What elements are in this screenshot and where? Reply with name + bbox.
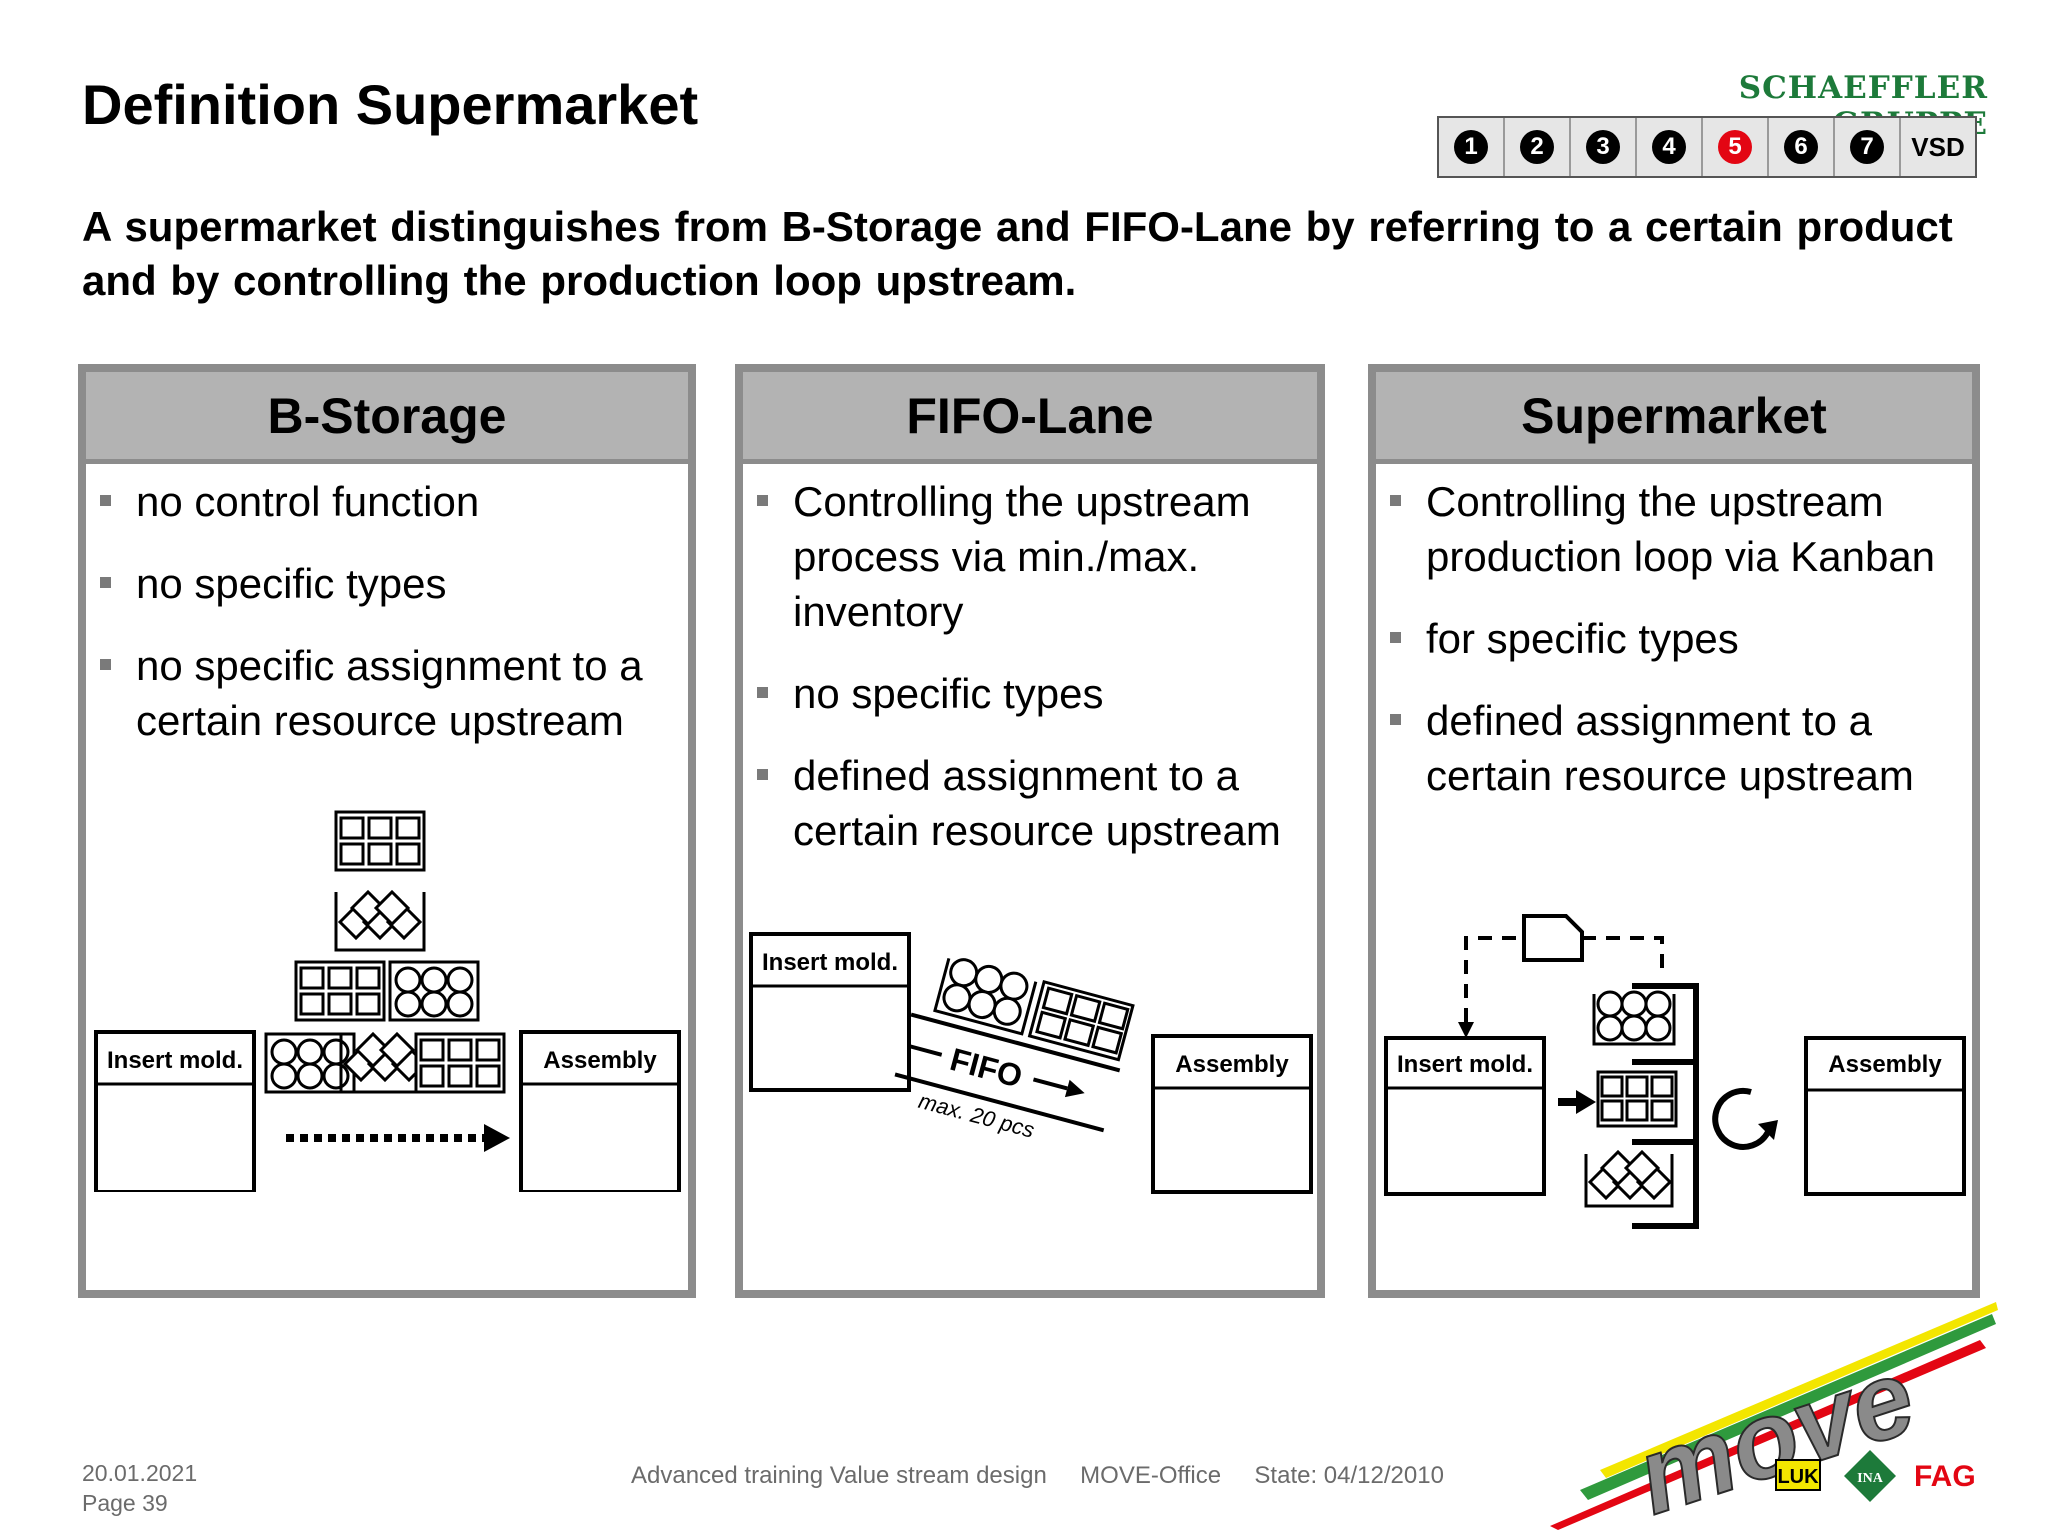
brand-logos: move LUK INA FAG — [1550, 1302, 1998, 1530]
bullet-item: no specific types — [753, 666, 1317, 721]
source-process-label: Insert mold. — [107, 1047, 243, 1074]
footer-date-page: 20.01.2021 Page 39 — [82, 1458, 197, 1518]
nav-chapter-4-label: 4 — [1652, 130, 1686, 164]
panel-fifo-lane: FIFO-Lane Controlling the upstream proce… — [735, 364, 1325, 1298]
page-title: Definition Supermarket — [82, 73, 699, 136]
bullet-item: for specific types — [1386, 611, 1972, 666]
move-slogan: move — [1622, 1335, 1928, 1530]
supermarket-shelf-icon — [1584, 983, 1699, 1229]
kanban-signal-loop — [1458, 914, 1664, 1038]
bullet-list: Controlling the upstream production loop… — [1376, 464, 1972, 803]
ina-label: INA — [1857, 1471, 1884, 1486]
b-storage-diagram: Insert mold. Assembly — [94, 810, 681, 1192]
panel-supermarket: Supermarket Controlling the upstream pro… — [1368, 364, 1980, 1298]
assembly-process-box: Assembly — [519, 1030, 681, 1192]
insert-mold-process-box: Insert mold. — [749, 932, 911, 1092]
fifo-lane-diagram: Insert mold. Assembly — [749, 932, 1313, 1194]
assembly-process-box: Assembly — [1151, 1034, 1313, 1194]
push-arrow-icon — [286, 1124, 510, 1152]
ball-parts-icon — [1592, 990, 1676, 1046]
nav-chapter-4[interactable]: 4 — [1637, 118, 1703, 176]
luk-label: LUK — [1777, 1466, 1819, 1488]
subtitle: A supermarket distinguishes from B-Stora… — [82, 203, 1953, 304]
bullet-list: no control function no specific types no… — [86, 464, 688, 748]
ina-logo: INA — [1844, 1450, 1896, 1502]
panel-title: FIFO-Lane — [743, 372, 1317, 464]
pull-cycle-icon — [1712, 1087, 1778, 1150]
nav-chapter-2-label: 2 — [1520, 130, 1554, 164]
insert-mold-process-box: Insert mold. — [94, 1030, 256, 1192]
nav-chapter-7[interactable]: 7 — [1835, 118, 1901, 176]
move-swoosh-logo: move — [1550, 1302, 1998, 1530]
footer-info: Advanced training Value stream design MO… — [631, 1462, 1444, 1490]
nav-chapter-5[interactable]: 5 — [1703, 118, 1769, 176]
panel-b-storage: B-Storage no control function no specifi… — [78, 364, 696, 1298]
footer-page: Page 39 — [82, 1490, 168, 1516]
nav-chapter-1-label: 1 — [1454, 130, 1488, 164]
chapter-navigation: 1 2 3 4 5 6 7 VSD — [1437, 116, 1977, 178]
footer-date: 20.01.2021 — [82, 1460, 198, 1486]
nav-chapter-2[interactable]: 2 — [1505, 118, 1571, 176]
crate-icon — [414, 1032, 506, 1094]
nav-vsd[interactable]: VSD — [1901, 118, 1975, 176]
crate-icon — [1027, 979, 1135, 1062]
luk-logo: LUK — [1775, 1459, 1821, 1491]
bullet-item: no specific types — [96, 556, 688, 611]
bullet-item: no specific assignment to a certain reso… — [96, 638, 688, 748]
nav-chapter-6-label: 6 — [1784, 130, 1818, 164]
nav-chapter-3-label: 3 — [1586, 130, 1620, 164]
diamond-parts-icon — [1584, 1149, 1674, 1208]
kanban-card-icon — [1522, 914, 1584, 962]
diamond-parts-icon — [334, 890, 426, 952]
bullet-item: Controlling the upstream process via min… — [753, 474, 1317, 639]
fag-label: FAG — [1914, 1460, 1976, 1493]
fag-logo: FAG — [1914, 1460, 1976, 1493]
crate-icon — [334, 810, 426, 872]
nav-chapter-3[interactable]: 3 — [1571, 118, 1637, 176]
bullet-item: defined assignment to a certain resource… — [1386, 693, 1972, 803]
crate-icon — [1596, 1070, 1678, 1128]
ball-parts-icon — [388, 960, 480, 1022]
withdrawal-arrow-icon — [1558, 1090, 1596, 1114]
panel-title: B-Storage — [86, 372, 688, 464]
assembly-process-box: Assembly — [1804, 1036, 1966, 1196]
panel-title: Supermarket — [1376, 372, 1972, 464]
nav-chapter-7-label: 7 — [1850, 130, 1884, 164]
bullet-list: Controlling the upstream process via min… — [743, 464, 1317, 858]
fifo-lane-label: FIFO — [946, 1041, 1026, 1095]
fifo-lane-symbol: FIFO max. 20 pcs — [894, 957, 1135, 1143]
bullet-item: defined assignment to a certain resource… — [753, 748, 1317, 858]
target-process-label: Assembly — [1175, 1051, 1289, 1078]
target-process-label: Assembly — [543, 1047, 657, 1074]
nav-vsd-label: VSD — [1911, 131, 1965, 162]
source-process-label: Insert mold. — [762, 949, 898, 976]
bullet-item: Controlling the upstream production loop… — [1386, 474, 1972, 584]
footer-course: Advanced training Value stream design — [631, 1462, 1047, 1489]
nav-chapter-1[interactable]: 1 — [1439, 118, 1505, 176]
ball-parts-icon — [933, 957, 1038, 1036]
footer-state: State: 04/12/2010 — [1254, 1462, 1444, 1489]
supermarket-diagram: Insert mold. Assembly — [1384, 914, 1966, 1229]
crate-icon — [294, 960, 386, 1022]
source-process-label: Insert mold. — [1397, 1051, 1533, 1078]
footer-office: MOVE-Office — [1080, 1462, 1222, 1489]
insert-mold-process-box: Insert mold. — [1384, 1036, 1546, 1196]
target-process-label: Assembly — [1828, 1051, 1942, 1078]
bullet-item: no control function — [96, 474, 688, 529]
nav-chapter-5-label: 5 — [1718, 130, 1752, 164]
nav-chapter-6[interactable]: 6 — [1769, 118, 1835, 176]
